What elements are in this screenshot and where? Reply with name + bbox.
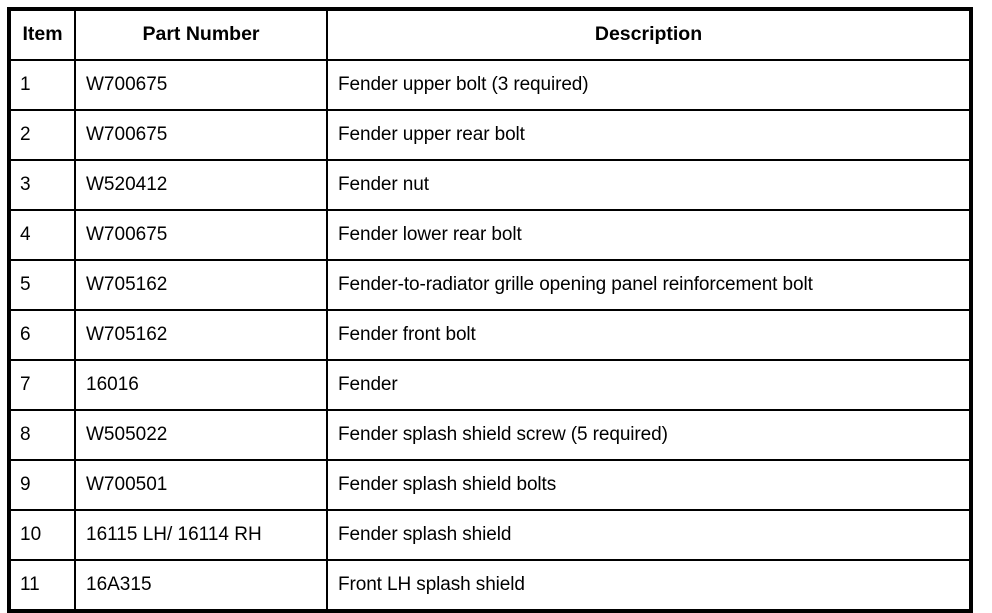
cell-description: Fender — [326, 359, 972, 411]
cell-item: 8 — [8, 409, 76, 461]
cell-description: Front LH splash shield — [326, 559, 972, 612]
cell-part-number: 16115 LH/ 16114 RH — [74, 509, 328, 561]
cell-item: 2 — [8, 109, 76, 161]
cell-part-number: 16016 — [74, 359, 328, 411]
table-row: 11 16A315 Front LH splash shield — [8, 559, 972, 612]
cell-description: Fender splash shield bolts — [326, 459, 972, 511]
column-header-part-number: Part Number — [74, 8, 328, 61]
cell-item: 11 — [8, 559, 76, 612]
cell-part-number: W505022 — [74, 409, 328, 461]
cell-part-number: W700675 — [74, 59, 328, 111]
cell-part-number: W705162 — [74, 309, 328, 361]
cell-description: Fender nut — [326, 159, 972, 211]
table-row: 8 W505022 Fender splash shield screw (5 … — [8, 409, 972, 461]
column-header-item: Item — [8, 8, 76, 61]
table-row: 1 W700675 Fender upper bolt (3 required) — [8, 59, 972, 111]
table-row: 4 W700675 Fender lower rear bolt — [8, 209, 972, 261]
table-header: Item Part Number Description — [8, 8, 972, 61]
cell-description: Fender upper bolt (3 required) — [326, 59, 972, 111]
table-header-row: Item Part Number Description — [8, 8, 972, 61]
cell-description: Fender upper rear bolt — [326, 109, 972, 161]
cell-part-number: W700675 — [74, 209, 328, 261]
table-row: 9 W700501 Fender splash shield bolts — [8, 459, 972, 511]
cell-part-number: W700501 — [74, 459, 328, 511]
table-row: 2 W700675 Fender upper rear bolt — [8, 109, 972, 161]
table-row: 7 16016 Fender — [8, 359, 972, 411]
table-row: 3 W520412 Fender nut — [8, 159, 972, 211]
cell-description: Fender-to-radiator grille opening panel … — [326, 259, 972, 311]
table-row: 6 W705162 Fender front bolt — [8, 309, 972, 361]
cell-item: 7 — [8, 359, 76, 411]
cell-part-number: 16A315 — [74, 559, 328, 612]
table-row: 10 16115 LH/ 16114 RH Fender splash shie… — [8, 509, 972, 561]
cell-item: 10 — [8, 509, 76, 561]
cell-item: 5 — [8, 259, 76, 311]
cell-part-number: W520412 — [74, 159, 328, 211]
cell-item: 9 — [8, 459, 76, 511]
parts-table-container: Item Part Number Description 1 W700675 F… — [7, 7, 973, 613]
cell-item: 3 — [8, 159, 76, 211]
cell-description: Fender front bolt — [326, 309, 972, 361]
table-row: 5 W705162 Fender-to-radiator grille open… — [8, 259, 972, 311]
cell-item: 6 — [8, 309, 76, 361]
cell-description: Fender splash shield screw (5 required) — [326, 409, 972, 461]
column-header-description: Description — [326, 8, 972, 61]
cell-part-number: W705162 — [74, 259, 328, 311]
cell-item: 4 — [8, 209, 76, 261]
cell-description: Fender splash shield — [326, 509, 972, 561]
cell-part-number: W700675 — [74, 109, 328, 161]
parts-list-table: Item Part Number Description 1 W700675 F… — [7, 7, 973, 613]
table-body: 1 W700675 Fender upper bolt (3 required)… — [8, 59, 972, 612]
cell-description: Fender lower rear bolt — [326, 209, 972, 261]
cell-item: 1 — [8, 59, 76, 111]
